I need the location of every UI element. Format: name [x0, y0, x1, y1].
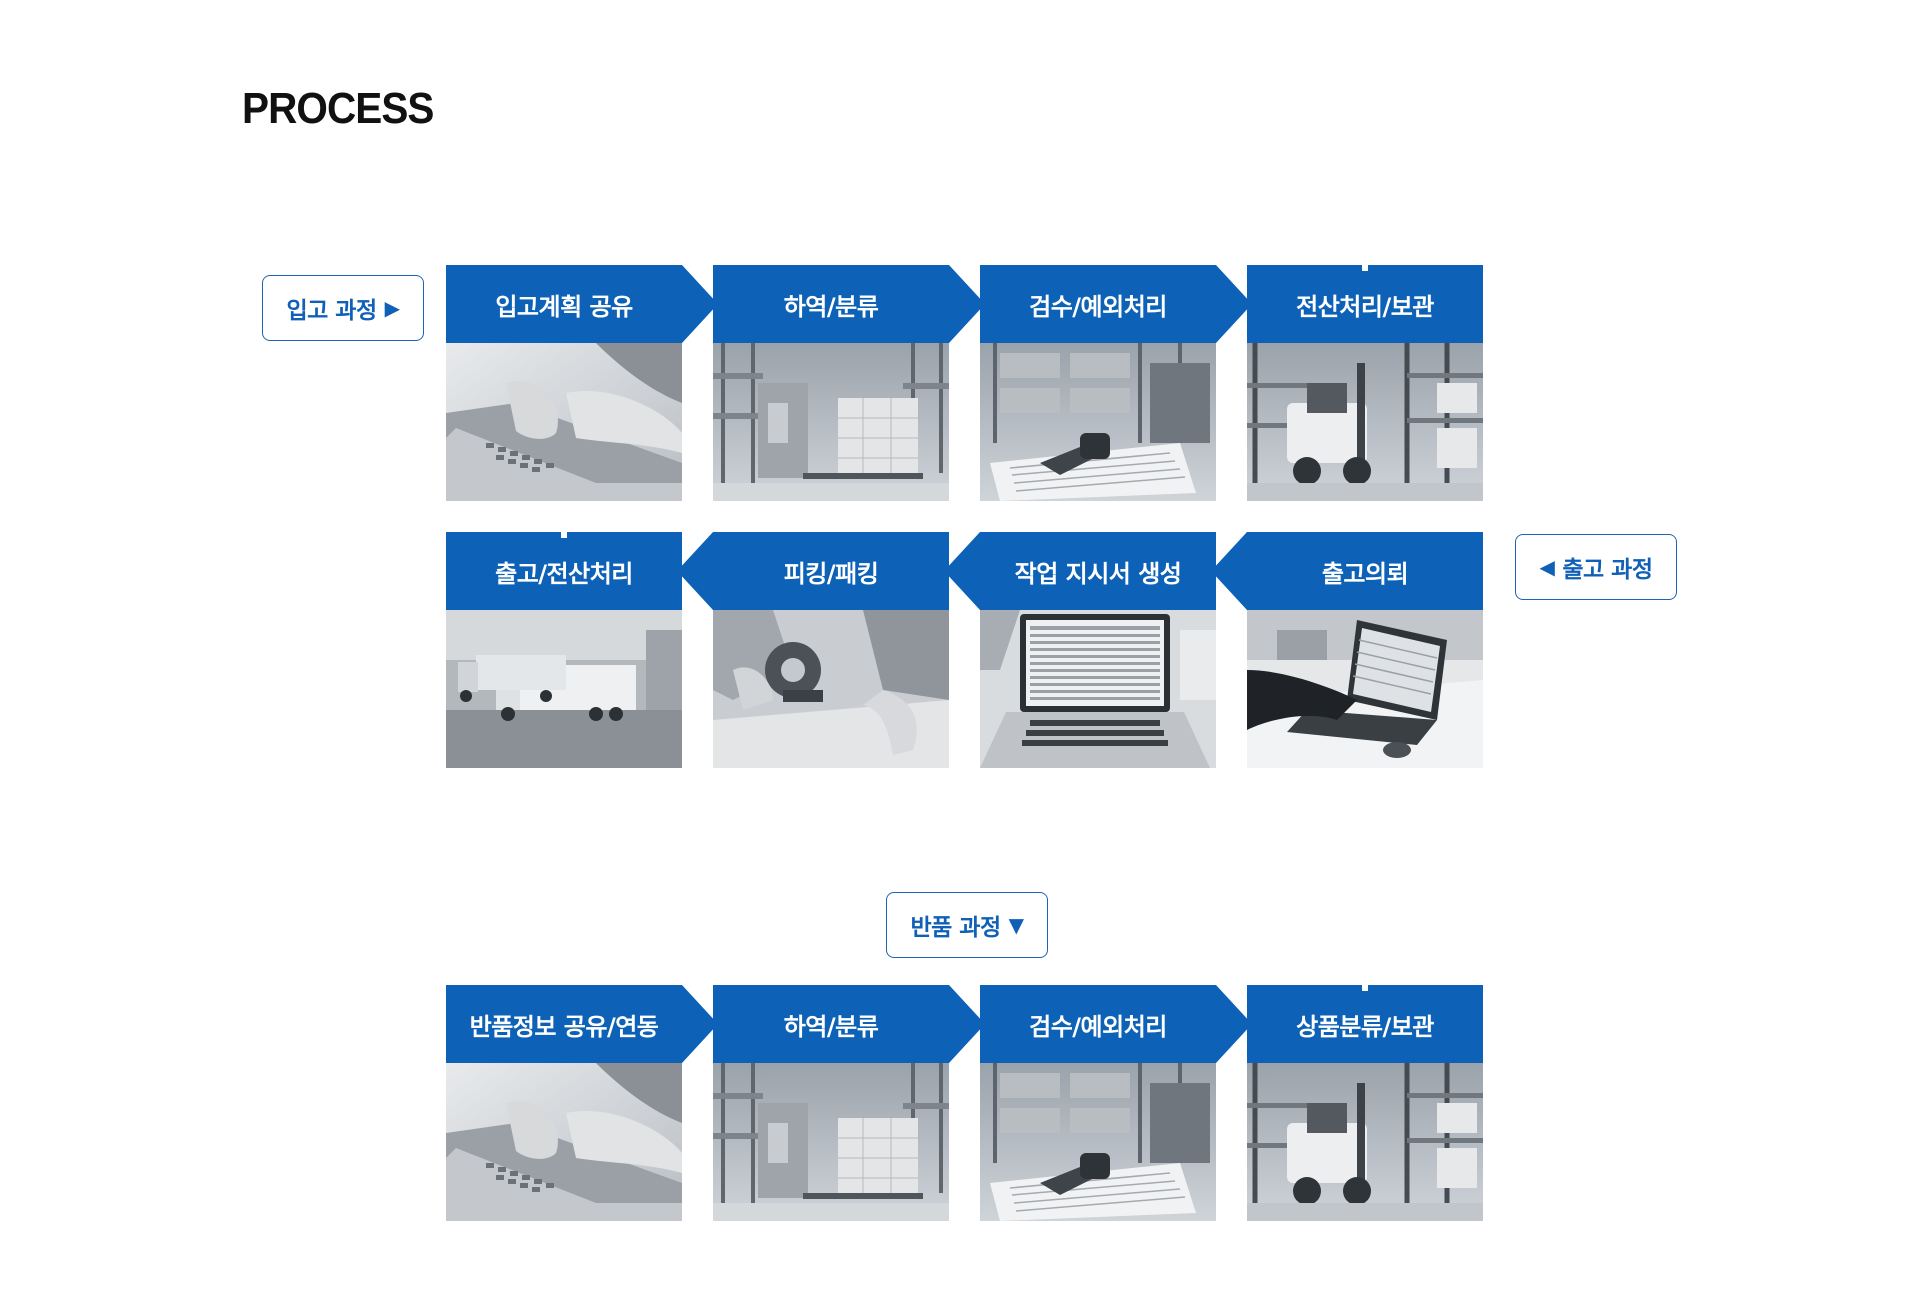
- inbound-step-4: 전산처리/보관: [1247, 265, 1483, 501]
- outbound-step-4: 출고/전산처리: [446, 532, 682, 768]
- step-header: 하역/분류: [713, 985, 985, 1063]
- forklift-warehouse-photo: [1247, 1063, 1483, 1221]
- office-laptop-mouse-photo: [1247, 610, 1483, 768]
- step-label: 검수/예외처리: [1029, 292, 1167, 321]
- step-header: 출고/전산처리: [446, 532, 682, 610]
- page-title: PROCESS: [242, 84, 434, 133]
- step-header: 작업 지시서 생성: [944, 532, 1216, 610]
- outbound-process-label: ◀ 출고 과정: [1515, 534, 1677, 600]
- laptop-typing-photo: [446, 343, 682, 501]
- trucks-loading-dock-photo: [446, 610, 682, 768]
- step-header: 출고의뢰: [1211, 532, 1483, 610]
- step-label: 전산처리/보관: [1296, 292, 1434, 321]
- step-header: 입고계획 공유: [446, 265, 718, 343]
- step-label: 상품분류/보관: [1296, 1012, 1434, 1041]
- returns-step-2: 하역/분류: [713, 985, 985, 1221]
- step-header: 반품정보 공유/연동: [446, 985, 718, 1063]
- tape-dispenser-packing-photo: [713, 610, 949, 768]
- inbound-process-label: 입고 과정 ▶: [262, 275, 424, 341]
- forklift-warehouse-photo: [1247, 343, 1483, 501]
- step-label: 입고계획 공유: [495, 292, 633, 321]
- step-label: 하역/분류: [783, 292, 879, 321]
- step-label: 하역/분류: [783, 1012, 879, 1041]
- returns-process-label: 반품 과정 ▼: [886, 892, 1048, 958]
- barcode-scanner-clipboard-photo: [980, 1063, 1216, 1221]
- step-label: 피킹/패킹: [783, 559, 879, 588]
- outbound-step-2: 작업 지시서 생성: [944, 532, 1216, 768]
- play-down-icon: ▼: [1008, 913, 1024, 937]
- returns-step-1: 반품정보 공유/연동: [446, 985, 718, 1221]
- step-header: 검수/예외처리: [980, 985, 1252, 1063]
- returns-step-4: 상품분류/보관: [1247, 985, 1483, 1221]
- play-right-icon: ▶: [384, 296, 400, 320]
- step-label: 작업 지시서 생성: [1014, 559, 1182, 588]
- step-header: 전산처리/보관: [1247, 265, 1483, 343]
- outbound-step-3: 피킹/패킹: [677, 532, 949, 768]
- pallet-jack-warehouse-photo: [713, 1063, 949, 1221]
- laptop-spreadsheet-photo: [980, 610, 1216, 768]
- inbound-step-1: 입고계획 공유: [446, 265, 718, 501]
- step-header: 피킹/패킹: [677, 532, 949, 610]
- outbound-step-1: 출고의뢰: [1211, 532, 1483, 768]
- returns-step-3: 검수/예외처리: [980, 985, 1252, 1221]
- step-label: 출고의뢰: [1321, 559, 1409, 588]
- inbound-step-2: 하역/분류: [713, 265, 985, 501]
- step-header: 상품분류/보관: [1247, 985, 1483, 1063]
- laptop-typing-photo: [446, 1063, 682, 1221]
- pallet-jack-warehouse-photo: [713, 343, 949, 501]
- step-label: 검수/예외처리: [1029, 1012, 1167, 1041]
- play-left-icon: ◀: [1539, 555, 1555, 579]
- step-header: 검수/예외처리: [980, 265, 1252, 343]
- step-label: 반품정보 공유/연동: [469, 1012, 659, 1041]
- step-label: 출고/전산처리: [495, 559, 633, 588]
- returns-label-text: 반품 과정: [910, 915, 1001, 941]
- inbound-label-text: 입고 과정: [286, 298, 377, 324]
- outbound-label-text: 출고 과정: [1562, 557, 1653, 583]
- barcode-scanner-clipboard-photo: [980, 343, 1216, 501]
- step-header: 하역/분류: [713, 265, 985, 343]
- inbound-step-3: 검수/예외처리: [980, 265, 1252, 501]
